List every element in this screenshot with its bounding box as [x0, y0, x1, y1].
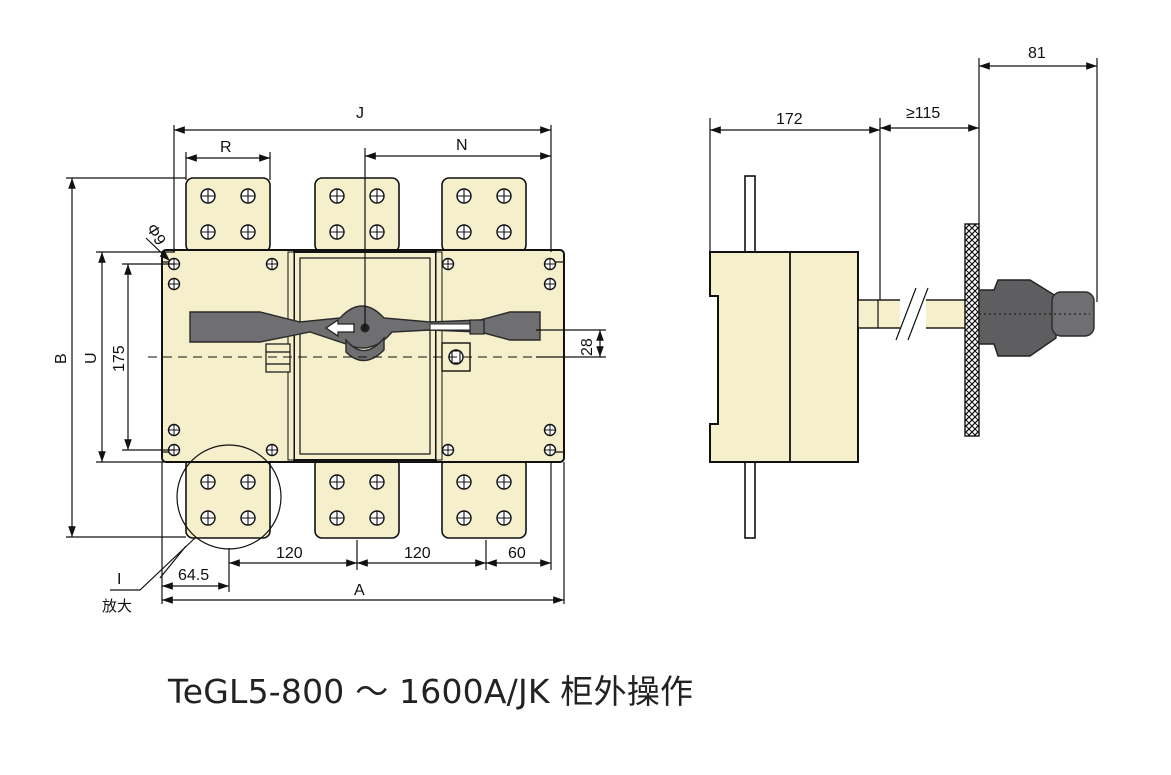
dim-A: A [162, 582, 564, 604]
terminal-top-middle [314, 177, 400, 253]
detail-label: I [117, 571, 121, 588]
terminal-top-left [185, 177, 271, 253]
dim-120a: 120 [229, 545, 357, 567]
svg-text:120: 120 [276, 545, 303, 562]
terminal-bottom-middle [314, 457, 400, 539]
dim-172: 172 [710, 111, 880, 134]
side-body [709, 251, 859, 463]
svg-text:64.5: 64.5 [178, 567, 209, 584]
dim-J: J [174, 105, 551, 134]
drawing-caption: TeGL5-800 ～ 1600A/JK 柜外操作 [168, 672, 694, 711]
dim-81: 81 [979, 45, 1097, 70]
dim-64-5: 64.5 [162, 567, 229, 590]
dim-28: 28 [579, 330, 604, 357]
dim-N: N [365, 137, 551, 160]
detail-note: 放大 [102, 597, 132, 615]
terminal-top-right [441, 177, 527, 253]
dim-60: 60 [486, 545, 551, 567]
cabinet-panel [964, 223, 980, 437]
svg-text:N: N [456, 137, 468, 154]
terminal-bottom-right [441, 457, 527, 539]
svg-text:A: A [354, 582, 365, 599]
svg-text:R: R [220, 139, 232, 156]
svg-text:60: 60 [508, 545, 526, 562]
svg-text:120: 120 [404, 545, 431, 562]
svg-text:81: 81 [1028, 45, 1046, 62]
terminal-bottom-left [185, 457, 271, 539]
dim-115: ≥115 [880, 105, 979, 132]
front-view: I 放大 J R N B U 175 [53, 105, 606, 615]
dim-R: R [186, 139, 270, 162]
svg-text:U: U [83, 352, 100, 364]
dim-U: U [83, 252, 106, 462]
dim-175: 175 [111, 264, 132, 450]
svg-text:J: J [356, 105, 364, 122]
svg-text:B: B [53, 353, 70, 364]
svg-text:≥115: ≥115 [906, 105, 940, 122]
svg-text:175: 175 [111, 345, 128, 372]
dim-120b: 120 [357, 545, 486, 567]
svg-text:28: 28 [579, 338, 596, 356]
side-view: 172 ≥115 81 [709, 45, 1098, 539]
dim-B: B [53, 178, 76, 537]
svg-text:172: 172 [776, 111, 803, 128]
svg-text:Φ9: Φ9 [143, 221, 169, 248]
external-handle [978, 279, 1057, 357]
